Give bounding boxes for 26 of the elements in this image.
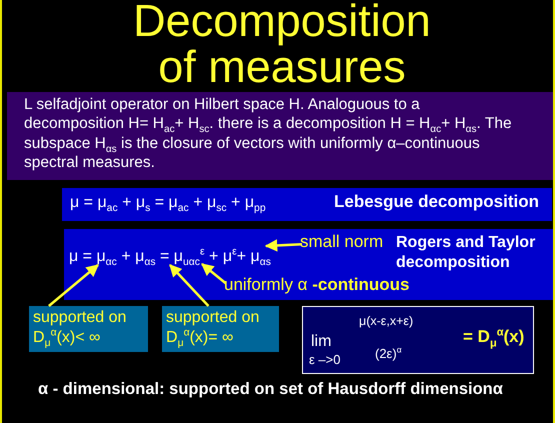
equation: μ = μ$_{ac}$ + μ$_{s}$ = μ$_{ac}$ + μ$_{sc}$ + μ$_{pp}$ [70, 194, 266, 212]
denominator: (2ε)$^{α}$ [375, 347, 402, 362]
equation-panel [64, 229, 553, 300]
decomposition-name: Rogers and Taylor decomposition [396, 233, 536, 273]
equation: μ = μ$_{αc}$ + μ$_{αs}$ = μ$_{uαc}$$^{ε}$ + μ$^{ε}$+ μ$_{αs}$ [69, 248, 271, 266]
numerator: μ(x-ε,x+ε) [359, 315, 414, 329]
slide-title: Decomposition of measures [132, 0, 432, 90]
formula-box [302, 306, 534, 374]
limit-operator: lim [311, 333, 332, 351]
leader-line [169, 264, 210, 307]
text-box [162, 306, 279, 352]
annotation-label: uniformly α -continuous [224, 276, 410, 295]
paragraph: L selfadjoint operator on Hilbert space H. Analoguous to a decomposition H= H$_{ac}$+ H$_{sc}$. there is a decomposition H = H$_{αc}$+ H$_{αs}$. The subspace H$_{αs}$ is the closure of vectors with uniformly α–continuous spectral measures. [24, 95, 513, 172]
formula-result: = D$_{μ}$$^{α}$(x) [463, 328, 524, 347]
footnote: α - dimensional: supported on set of Hausdorff dimensionα [38, 380, 503, 398]
equation-panel [62, 188, 552, 221]
text-panel [7, 92, 553, 180]
decomposition-name: Lebesgue decomposition [334, 193, 539, 212]
condition: supported on D$_{μ}$$^{α}$(x)= ∞ [166, 308, 260, 348]
annotation-label: small norm [300, 233, 384, 252]
condition: supported on D$_{μ}$$^{α}$(x)< ∞ [33, 308, 128, 348]
leader-line [201, 263, 227, 284]
text-box [29, 306, 148, 352]
limit-subscript: ε –>0 [309, 353, 340, 368]
leader-line [48, 264, 99, 307]
leader-line [264, 239, 302, 252]
